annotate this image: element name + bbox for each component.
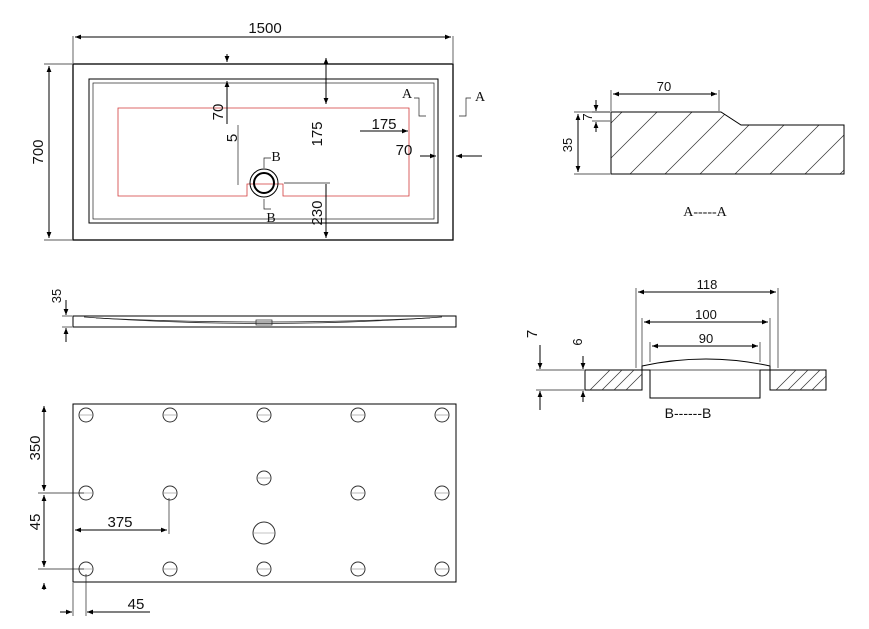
section-aa-caption: A-----A: [683, 205, 727, 220]
section-bb-dim-90: 90: [699, 331, 713, 346]
red-slope-zone: [117, 107, 410, 197]
dim-1500: 1500: [248, 20, 281, 37]
bottom-dim-45-horizontal: 45: [128, 596, 145, 613]
section-a-right-label: A: [475, 90, 486, 105]
section-a-left-label: A: [402, 87, 413, 102]
tray-rim-outer: [88, 78, 439, 224]
bottom-dim-350: 350: [27, 435, 44, 460]
dim-5: 5: [224, 134, 241, 142]
section-bb-dim-7: 7: [524, 330, 541, 338]
section-bb-drain: [641, 358, 771, 399]
section-aa-dim-35: 35: [560, 138, 575, 152]
section-aa-dim-7: 7: [580, 113, 595, 120]
side-view-dim-35: 35: [49, 289, 64, 303]
drain-outer: [249, 168, 279, 198]
support-feet: [78, 407, 450, 577]
dim-70-top: 70: [210, 104, 227, 121]
section-bb: 118 100 90 7 6 B------B: [524, 277, 827, 421]
bottom-outline: [72, 403, 457, 583]
dim-175-horizontal: 175: [371, 116, 396, 133]
dim-230: 230: [309, 200, 326, 225]
tray-outline: [72, 63, 454, 241]
side-view: 35: [49, 289, 457, 342]
section-aa-dim-70: 70: [657, 79, 671, 94]
bottom-dim-45-vertical: 45: [27, 514, 44, 531]
section-bb-caption: B------B: [665, 405, 712, 421]
side-view-profile: [72, 315, 457, 328]
section-b-bottom-label: B: [266, 211, 275, 226]
section-aa-outline: [610, 111, 845, 175]
section-b-top-label: B: [271, 150, 280, 165]
section-bb-dim-118: 118: [697, 277, 718, 292]
bottom-dim-375: 375: [107, 514, 132, 531]
drain-inner: [253, 172, 275, 194]
section-bb-dim-100: 100: [695, 307, 717, 322]
dim-700: 700: [30, 139, 47, 164]
section-aa: 70 7 35 A-----A: [560, 79, 845, 220]
bottom-view: 350 45 375 45: [27, 403, 457, 616]
tray-rim-inner: [92, 82, 435, 220]
top-view: 1500 700 70 5 175 230 175 70 A A: [30, 20, 486, 241]
section-bb-slab-right: [769, 369, 827, 391]
dim-70-side: 70: [396, 142, 413, 159]
dim-175-vertical: 175: [309, 121, 326, 146]
section-bb-dim-6: 6: [570, 338, 585, 345]
section-bb-slab-left: [584, 369, 643, 391]
